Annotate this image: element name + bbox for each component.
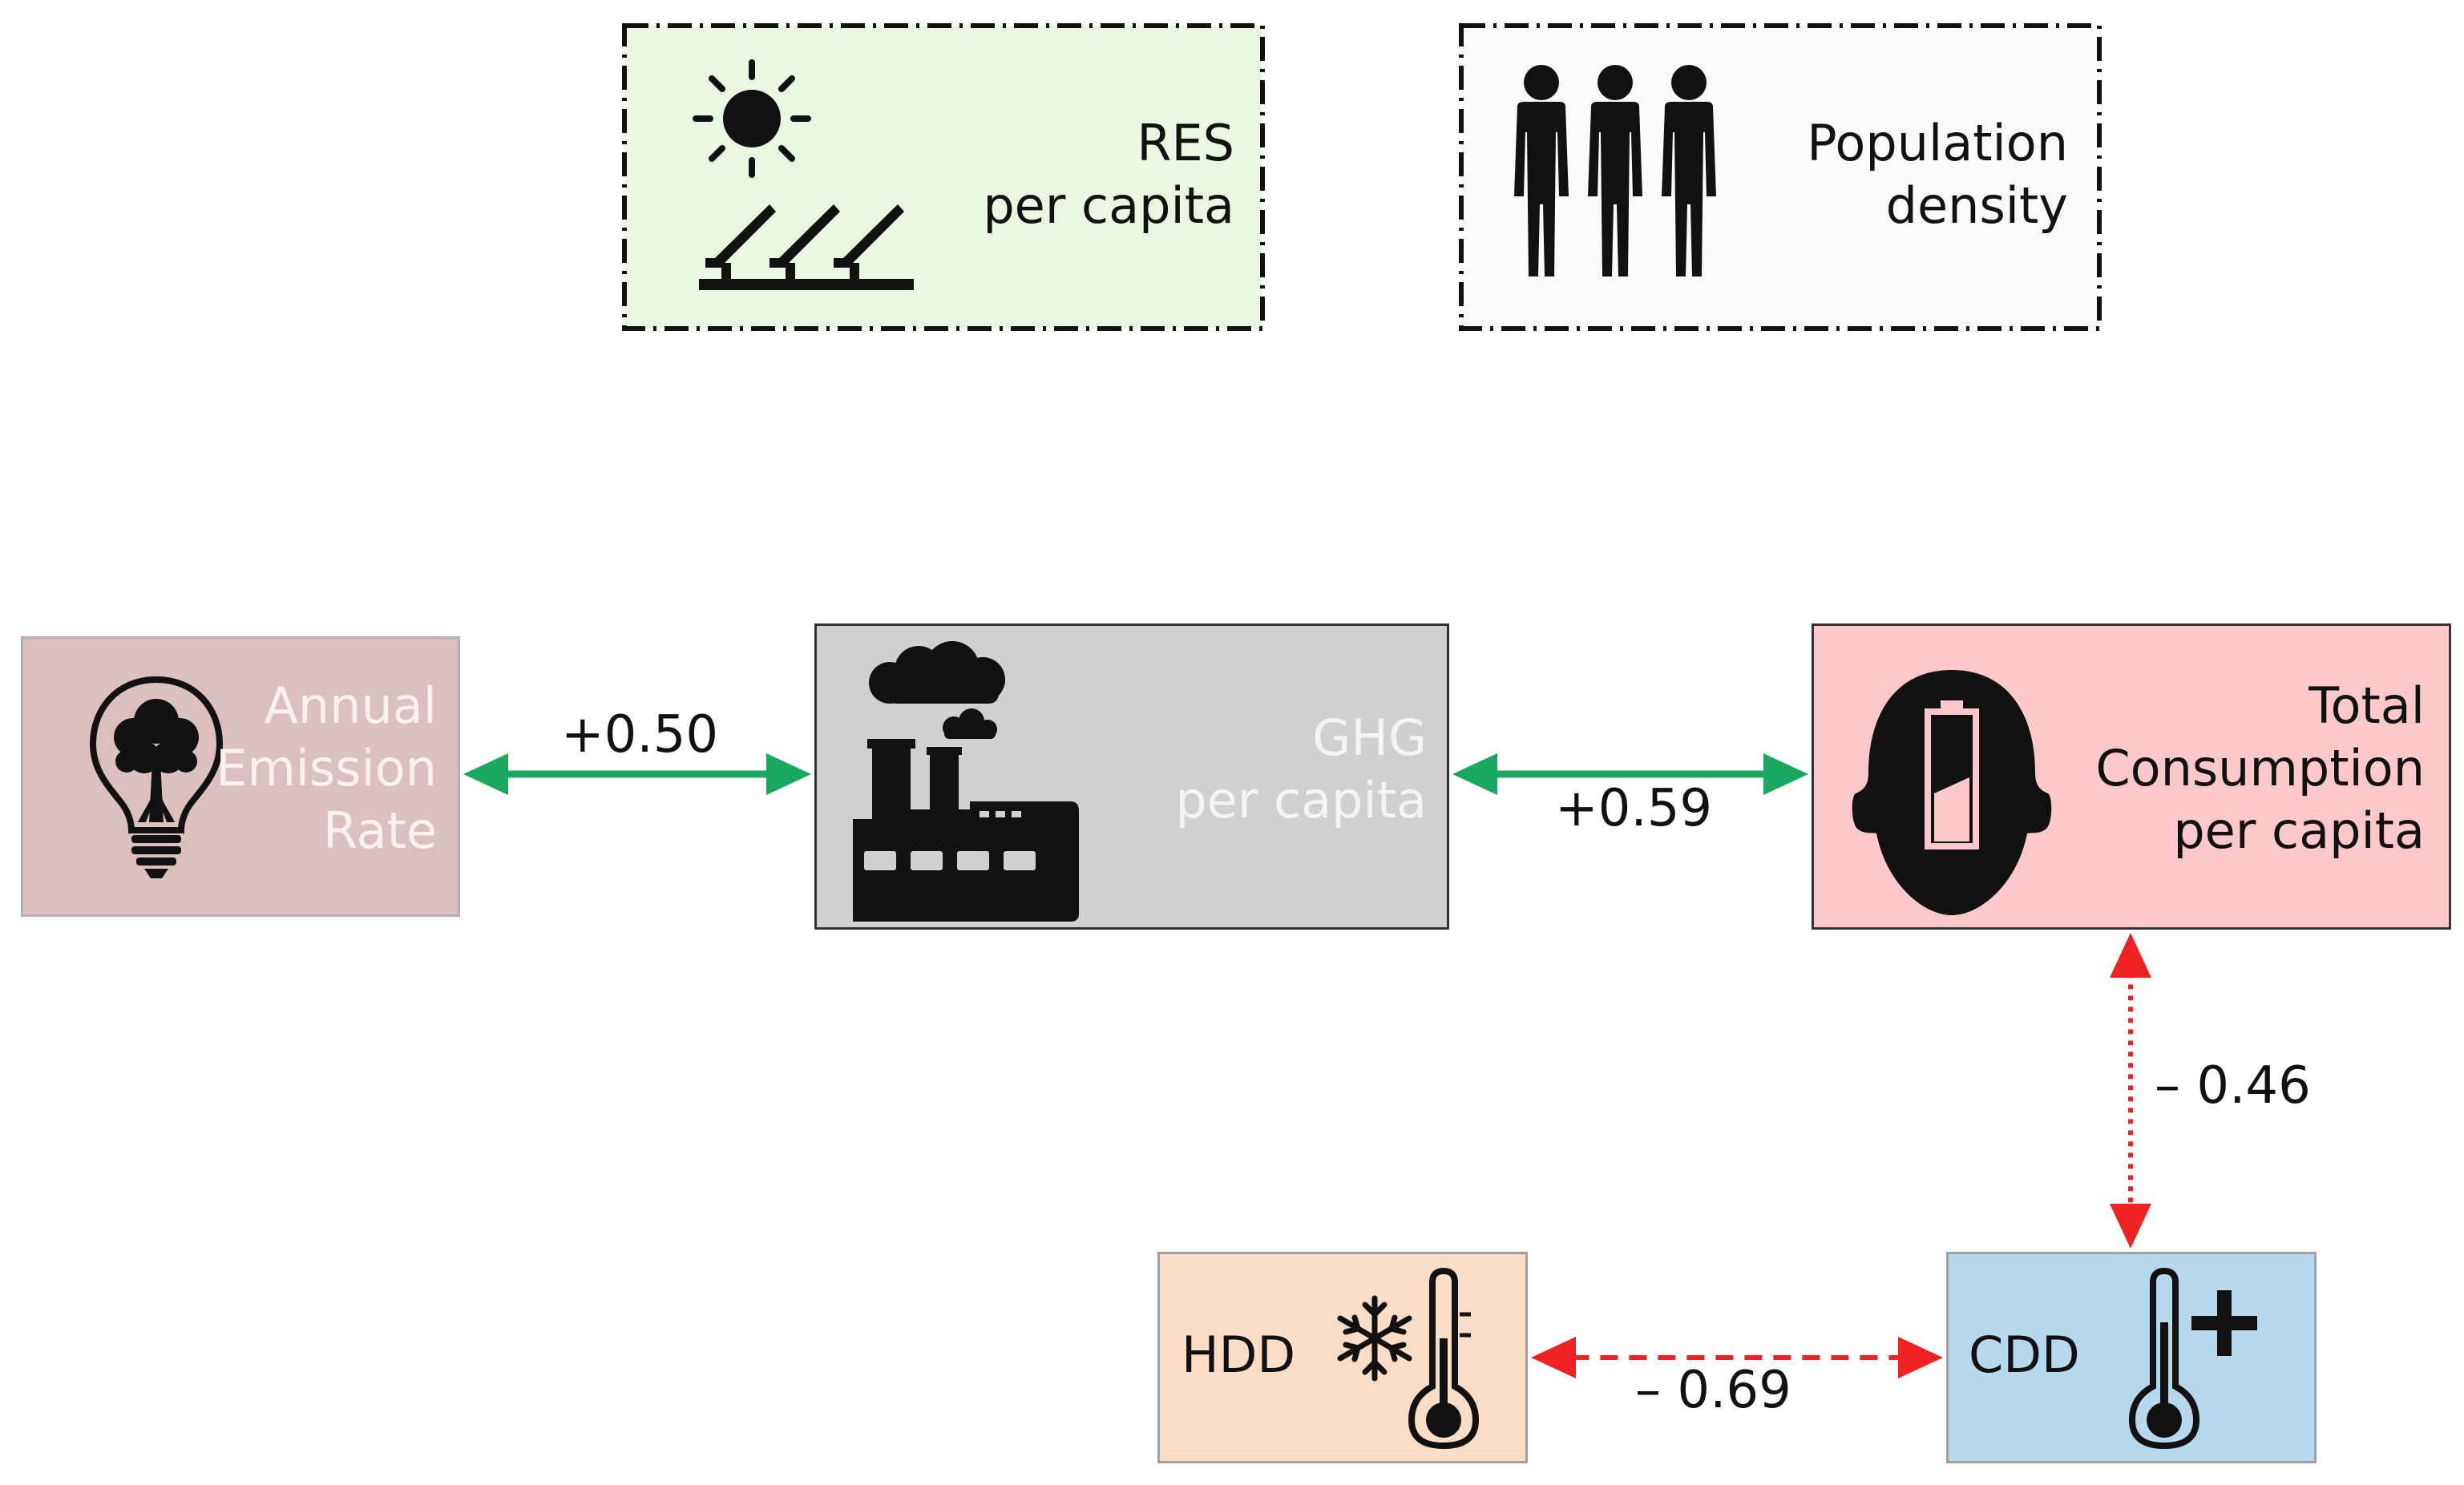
- total-consumption-label: Total Consumption per capita: [2036, 675, 2425, 862]
- edge-label-ghg-consumption: +0.59: [1555, 779, 1713, 838]
- thermometer-plus-icon: [2128, 1267, 2257, 1450]
- arrowhead-end-annual-ghg: [766, 753, 811, 795]
- annual-emission-label-line2: Emission: [216, 739, 437, 797]
- arrowhead-end-hdd-cdd: [1898, 1337, 1943, 1378]
- annual-emission-label-line3: Rate: [322, 801, 437, 860]
- annual-emission-label-line1: Annual: [264, 676, 437, 735]
- arrowhead-end-ghg-consumption: [1763, 753, 1808, 795]
- edge-hdd-cdd: [1531, 1337, 1943, 1378]
- edge-consumption-cdd: [2110, 933, 2151, 1249]
- hdd-label: HDD: [1182, 1326, 1296, 1384]
- snowflake-thermometer-icon: [1337, 1267, 1480, 1450]
- total-consumption-label-line1: Total: [2308, 676, 2425, 735]
- edge-label-consumption-cdd: – 0.46: [2155, 1056, 2311, 1116]
- head-battery-icon: [1852, 670, 2052, 915]
- ghg-label-line1: GHG: [1312, 708, 1427, 767]
- annual-emission-label: Annual Emission Rate: [160, 675, 437, 862]
- annual-emission-rate-box: [21, 636, 460, 917]
- arrowhead-start-annual-ghg: [463, 753, 508, 795]
- population-label-line1: Population: [1807, 114, 2068, 172]
- arrowhead-start-hdd-cdd: [1531, 1337, 1576, 1378]
- edge-annual-ghg: [463, 753, 811, 795]
- res-label-line1: RES: [1137, 114, 1234, 172]
- total-consumption-label-line3: per capita: [2173, 801, 2425, 860]
- edge-label-annual-ghg: +0.50: [561, 705, 719, 765]
- arrowhead-start-ghg-consumption: [1452, 753, 1497, 795]
- factory-icon: [853, 641, 1079, 922]
- ghg-label-line2: per capita: [1175, 771, 1427, 829]
- edge-ghg-consumption: [1452, 753, 1808, 795]
- tree-lightbulb-icon: [89, 676, 224, 878]
- arrowhead-start-consumption-cdd: [2110, 933, 2151, 978]
- total-consumption-label-line2: Consumption: [2095, 739, 2425, 797]
- sun-solar-panels-icon: [693, 59, 914, 290]
- res-label: RES per capita: [946, 112, 1234, 237]
- edge-label-hdd-cdd: – 0.69: [1635, 1361, 1791, 1420]
- population-label-line2: density: [1885, 176, 2068, 235]
- cdd-label: CDD: [1969, 1326, 2080, 1384]
- population-label: Population density: [1747, 112, 2068, 237]
- ghg-label: GHG per capita: [1154, 707, 1427, 832]
- people-icon: [1514, 65, 1716, 276]
- res-label-line2: per capita: [983, 176, 1234, 235]
- arrowhead-end-consumption-cdd: [2110, 1204, 2151, 1249]
